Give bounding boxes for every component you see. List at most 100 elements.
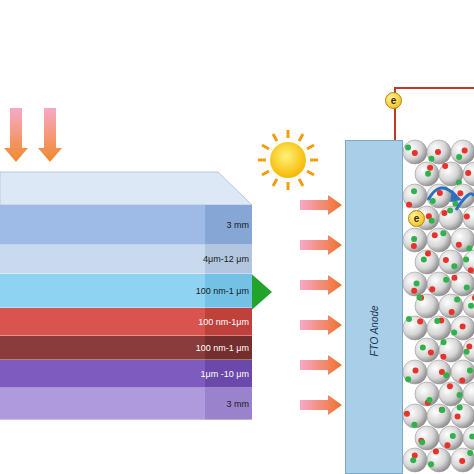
dye-molecule xyxy=(464,285,470,291)
sun-ray xyxy=(258,159,266,162)
light-arrow xyxy=(300,275,342,295)
dye-molecule xyxy=(428,350,434,356)
sun-ray xyxy=(310,159,318,162)
dye-molecule xyxy=(462,147,468,153)
dye-molecule xyxy=(434,318,440,324)
nanoparticle xyxy=(463,162,474,186)
light-arrow xyxy=(4,108,62,162)
sun-ray xyxy=(299,179,303,186)
dye-molecule xyxy=(463,256,469,262)
dye-molecule xyxy=(454,297,460,303)
dye-molecule xyxy=(428,461,434,467)
nanoparticle xyxy=(463,382,474,406)
electron: e xyxy=(408,210,425,227)
nanoparticle xyxy=(451,448,474,472)
dye-molecule xyxy=(432,232,438,238)
dye-molecule xyxy=(425,171,431,177)
nanoparticle xyxy=(403,360,427,384)
light-arrow xyxy=(300,395,342,415)
nanoparticle xyxy=(439,250,463,274)
nanoparticle xyxy=(439,162,463,186)
dye-molecule xyxy=(467,450,473,456)
nanoparticle xyxy=(439,426,463,450)
dye-molecule xyxy=(437,190,443,196)
nanoparticle xyxy=(451,360,474,384)
nanoparticle xyxy=(439,206,463,230)
dye-molecule xyxy=(457,392,463,398)
dye-molecule xyxy=(417,318,423,324)
dye-molecule xyxy=(442,163,448,169)
dye-molecule xyxy=(429,286,435,292)
nanoparticle xyxy=(463,426,474,450)
nanoparticle xyxy=(403,140,427,164)
nanoparticle xyxy=(403,448,427,472)
layer-band: 1μm -10 μm xyxy=(0,360,252,388)
dye-molecule xyxy=(412,150,418,156)
dye-molecule xyxy=(428,156,434,162)
dye-molecule xyxy=(444,442,450,448)
sun-ray xyxy=(273,134,277,141)
nanoparticle xyxy=(415,382,439,406)
dye-molecule xyxy=(464,349,470,355)
nanoparticle xyxy=(427,272,451,296)
nanoparticle xyxy=(415,338,439,362)
layer-band: 3 mm xyxy=(0,388,252,420)
layer-band: 100 nm-1 μm xyxy=(0,274,252,308)
layer-band: 100 nm-1μm xyxy=(0,308,252,336)
dye-molecule xyxy=(416,294,422,300)
dimension-label: 100 nm-1μm xyxy=(198,317,249,327)
sun-ray xyxy=(287,182,290,190)
nanoparticle xyxy=(403,316,427,340)
dye-molecule xyxy=(429,218,435,224)
stack-top-face xyxy=(0,172,252,205)
nanoparticle xyxy=(403,272,427,296)
nanoparticle xyxy=(427,404,451,428)
dye-molecule xyxy=(457,404,463,410)
light-arrow xyxy=(300,235,342,255)
nanoparticle xyxy=(451,184,474,208)
dye-molecule xyxy=(440,354,446,360)
dimension-label: 100 nm-1 μm xyxy=(196,343,249,353)
dye-molecule xyxy=(447,383,453,389)
dye-molecule xyxy=(419,439,425,445)
sun-ray xyxy=(262,171,269,175)
dye-molecule xyxy=(443,277,449,283)
sun-ray xyxy=(262,145,269,149)
dimension-label: 100 nm-1 μm xyxy=(196,286,249,296)
nanoparticle xyxy=(451,228,474,252)
dye-molecule xyxy=(460,323,466,329)
nanoparticle xyxy=(415,162,439,186)
nanoparticle xyxy=(403,404,427,428)
nanoparticle xyxy=(403,228,427,252)
nanoparticle xyxy=(415,250,439,274)
electrode-label: FTO Anode xyxy=(369,305,380,356)
nanoparticle xyxy=(415,426,439,450)
dye-molecule xyxy=(468,267,474,273)
nanoparticle xyxy=(439,382,463,406)
nanoparticle xyxy=(427,448,451,472)
dye-molecule xyxy=(472,295,474,301)
dye-molecule xyxy=(411,243,417,249)
dye-molecule xyxy=(449,309,455,315)
dye-molecule xyxy=(425,250,431,256)
dye-molecule xyxy=(411,288,417,294)
dye-molecule xyxy=(433,448,439,454)
sun-ray xyxy=(273,179,277,186)
light-arrow xyxy=(300,315,342,335)
dye-molecule xyxy=(469,434,474,440)
electron-symbol: e xyxy=(414,214,420,224)
light-arrow xyxy=(300,355,342,375)
layer-band: 3 mm xyxy=(0,205,252,245)
dye-molecule xyxy=(421,256,427,262)
dye-molecule xyxy=(420,344,426,350)
nanoparticle xyxy=(427,140,451,164)
dye-molecule xyxy=(426,397,432,403)
layer-band: 100 nm-1 μm xyxy=(0,336,252,360)
dye-molecule xyxy=(464,213,470,219)
nanoparticle-film xyxy=(403,140,474,472)
dye-molecule xyxy=(465,170,471,176)
light-arrow xyxy=(300,195,342,415)
nanoparticle xyxy=(463,338,474,362)
nanoparticle xyxy=(451,404,474,428)
nanoparticle xyxy=(415,294,439,318)
